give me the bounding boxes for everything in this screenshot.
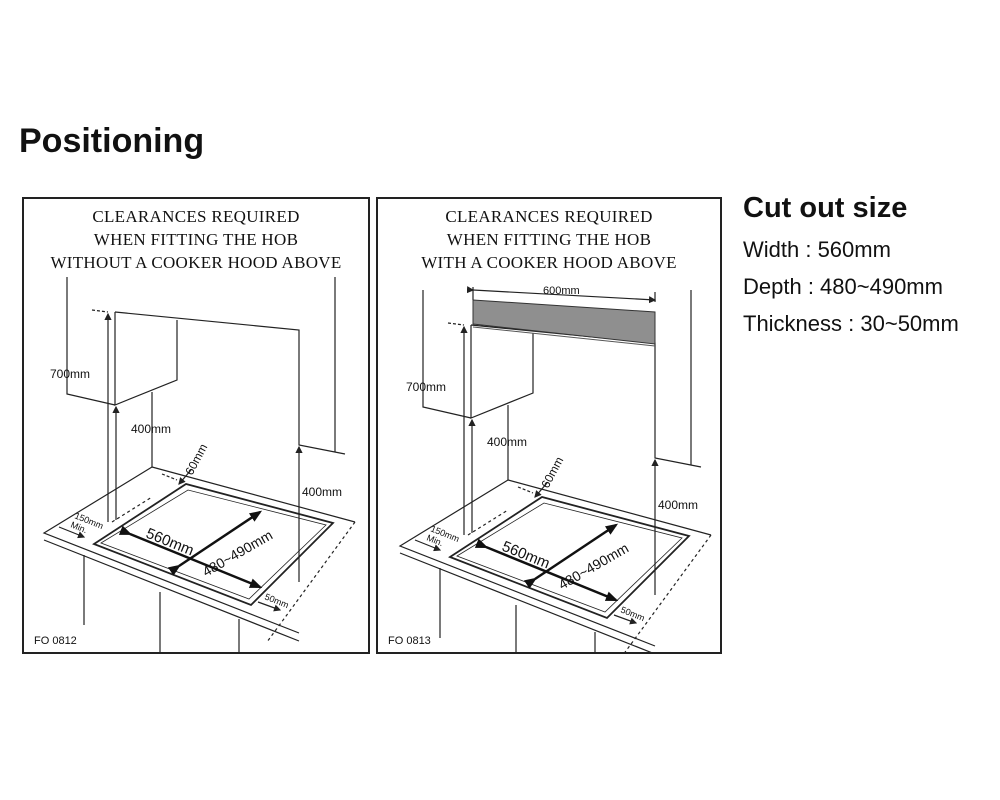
clearance-diagram-with-hood: 600mm 700mm 400mm 400mm 60mm 560mm 480~4… [378,285,722,654]
heading-line: WITH A COOKER HOOD ABOVE [421,253,677,272]
label-60mm: 60mm [182,441,210,477]
heading-line: CLEARANCES REQUIRED [92,207,300,226]
label-560mm: 560mm [500,538,553,573]
panel-heading: CLEARANCES REQUIRED WHEN FITTING THE HOB… [378,205,720,274]
label-400mm-left: 400mm [487,435,527,449]
panel-without-hood: 700mm 400mm 400mm 60mm 560mm 480~490mm 5… [22,197,370,654]
label-400mm-right: 400mm [302,485,342,499]
page-title: Positioning [19,122,205,160]
label-700mm: 700mm [50,367,90,381]
cutout-thickness: Thickness : 30~50mm [743,311,959,336]
heading-line: CLEARANCES REQUIRED [445,207,653,226]
heading-line: WHEN FITTING THE HOB [446,230,652,249]
cutout-depth: Depth : 480~490mm [743,274,943,299]
label-400mm-right: 400mm [658,498,698,512]
clearance-diagram-no-hood: 700mm 400mm 400mm 60mm 560mm 480~490mm 5… [24,199,370,654]
label-700mm: 700mm [406,380,446,394]
cutout-size-info: Cut out size Width : 560mm Depth : 480~4… [743,192,959,342]
figure-code: FO 0812 [34,635,77,647]
figure-code: FO 0813 [388,635,431,647]
label-50mm: 50mm [263,592,290,611]
panel-with-hood: 600mm 700mm 400mm 400mm 60mm 560mm 480~4… [376,197,722,654]
label-480-490mm: 480~490mm [556,540,632,593]
label-560mm: 560mm [144,525,197,560]
cutout-heading: Cut out size [743,192,908,224]
panel-heading: CLEARANCES REQUIRED WHEN FITTING THE HOB… [24,205,368,274]
label-60mm: 60mm [538,454,566,490]
heading-line: WHEN FITTING THE HOB [93,230,299,249]
cutout-width: Width : 560mm [743,237,891,262]
label-400mm-left: 400mm [131,422,171,436]
label-50mm: 50mm [619,605,646,624]
label-600mm: 600mm [543,285,580,297]
heading-line: WITHOUT A COOKER HOOD ABOVE [50,253,342,272]
cooker-hood [472,299,656,345]
label-480-490mm: 480~490mm [200,527,276,580]
